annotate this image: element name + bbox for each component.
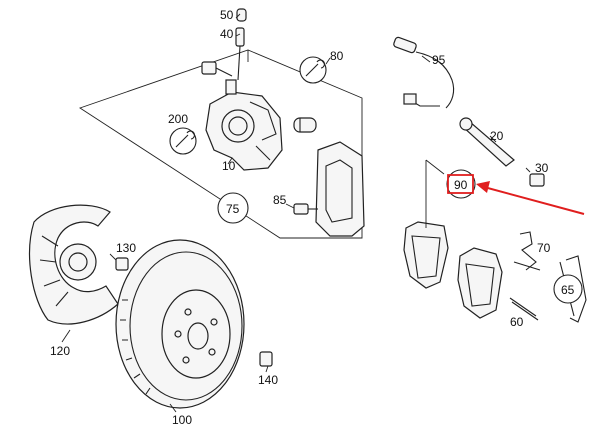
pad-set-bracket-top [425,159,445,175]
callout-95: 95 [432,53,446,67]
shield-bolt [115,257,129,271]
brake-pad-outer [457,247,503,319]
brake-pad-inner [403,221,449,289]
callout-90: 90 [454,178,468,192]
bleeder-cap [236,8,247,22]
callout-90-bubble [446,169,476,199]
callout-70: 70 [537,241,551,255]
callout-85: 85 [273,193,287,207]
callout-20: 20 [490,129,504,143]
guide-sleeve [293,117,317,133]
dust-shield [29,204,119,325]
torque-wrench-icon-2 [169,127,197,155]
highlight-box [447,174,474,194]
callout-75-bubble [217,192,249,224]
callout-50: 50 [220,8,234,22]
callout-60: 60 [510,315,524,329]
callout-75: 75 [226,202,240,216]
callout-30: 30 [535,161,549,175]
callout-140: 140 [258,373,278,387]
highlight-arrow [476,181,585,215]
callout-120: 120 [50,344,70,358]
brake-disc [115,239,245,409]
caliper-bracket [315,141,365,237]
callout-10: 10 [222,159,236,173]
callout-80: 80 [330,49,344,63]
callout-130: 130 [116,241,136,255]
bracket-bolt [293,203,318,215]
caliper-bolt-small [201,61,233,77]
callout-40: 40 [220,27,234,41]
bleeder-screw [235,27,245,81]
callout-65: 65 [561,283,575,297]
callout-200: 200 [168,112,188,126]
torque-wrench-icon [299,56,327,84]
spring-bubble [553,274,583,304]
leader-lines [61,13,531,413]
guide-bolt-nut [529,173,545,187]
retaining-pin [509,297,539,321]
guide-bolt [459,117,515,167]
wear-sensor [393,36,455,109]
pad-clip [513,231,541,271]
disc-screw [259,351,273,367]
callout-100: 100 [172,413,192,427]
caliper-housing [205,79,283,171]
